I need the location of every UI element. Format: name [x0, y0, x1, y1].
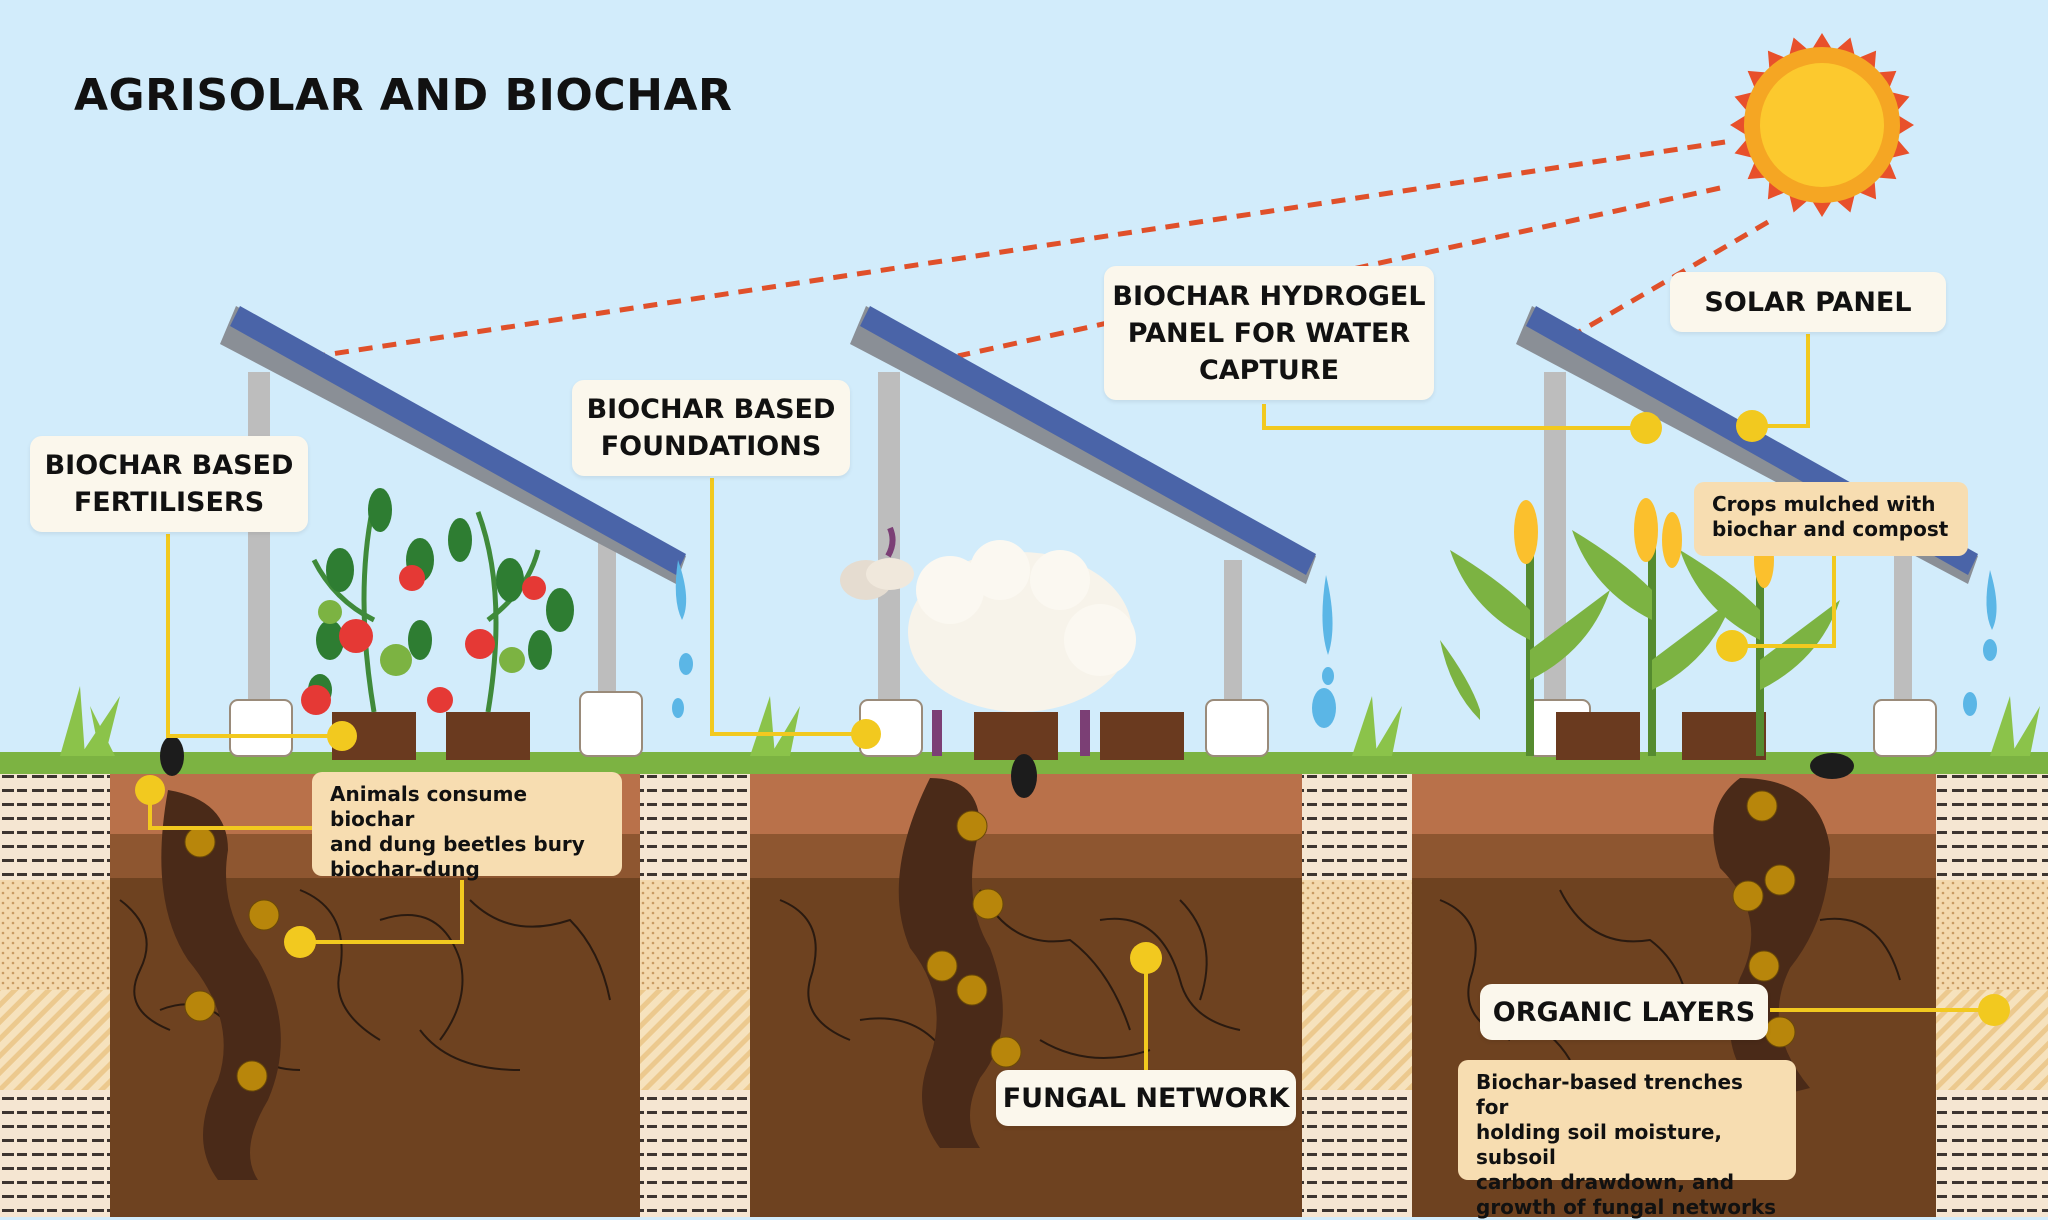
label-organic-layers: ORGANIC LAYERS [1480, 984, 1768, 1040]
label-line: FUNGAL NETWORK [1002, 1082, 1290, 1114]
note-crops-mulched: Crops mulched with biochar and compost [1694, 482, 1968, 556]
note-biochar-trenches: Biochar-based trenches for holding soil … [1458, 1060, 1796, 1219]
leader-dots [135, 410, 2010, 1026]
note-line: biochar and compost [1712, 517, 1949, 541]
solar-panel-1 [220, 306, 686, 584]
label-line: BIOCHAR BASED [586, 394, 836, 425]
note-line: Animals consume biochar [330, 782, 528, 831]
tomato-plant-icon [301, 488, 574, 715]
grass-tufts [60, 686, 2040, 756]
sheep-icon [840, 526, 1136, 756]
label-solar-panel: SOLAR PANEL [1670, 272, 1946, 332]
leader-lines [148, 334, 1994, 1076]
label-line: BIOCHAR BASED [44, 450, 294, 481]
label-line: ORGANIC LAYERS [1492, 996, 1756, 1028]
label-biochar-fertilisers: BIOCHAR BASED FERTILISERS [30, 436, 308, 532]
note-line: Biochar-based trenches for [1476, 1070, 1743, 1119]
note-line: holding soil moisture, subsoil [1476, 1120, 1723, 1169]
label-fungal-network: FUNGAL NETWORK [996, 1070, 1296, 1126]
solar-panel-2 [850, 306, 1316, 584]
label-line: BIOCHAR HYDROGEL [1112, 280, 1426, 312]
note-line: and dung beetles bury [330, 832, 585, 856]
label-line: FOUNDATIONS [600, 431, 822, 462]
water-drips [672, 560, 1997, 728]
sun-icon [1730, 33, 1914, 217]
diagram-title: AGRISOLAR AND BIOCHAR [74, 70, 733, 121]
note-animals-biochar: Animals consume biochar and dung beetles… [312, 772, 622, 881]
note-line: growth of fungal networks [1476, 1195, 1777, 1219]
foundations [229, 691, 1937, 757]
planter-boxes [332, 712, 1766, 760]
label-line: PANEL FOR WATER [1127, 317, 1411, 349]
biochar-particles [184, 790, 1796, 1092]
label-biochar-hydrogel: BIOCHAR HYDROGEL PANEL FOR WATER CAPTURE [1104, 266, 1434, 400]
dung-beetle-icon [160, 736, 1854, 798]
note-line: carbon drawdown, and [1476, 1170, 1735, 1194]
note-line: Crops mulched with [1712, 492, 1936, 516]
label-line: FERTILISERS [73, 487, 265, 518]
label-biochar-foundations: BIOCHAR BASED FOUNDATIONS [572, 380, 850, 476]
label-line: CAPTURE [1198, 354, 1340, 386]
label-line: SOLAR PANEL [1704, 286, 1912, 318]
note-line: biochar-dung [330, 857, 480, 881]
